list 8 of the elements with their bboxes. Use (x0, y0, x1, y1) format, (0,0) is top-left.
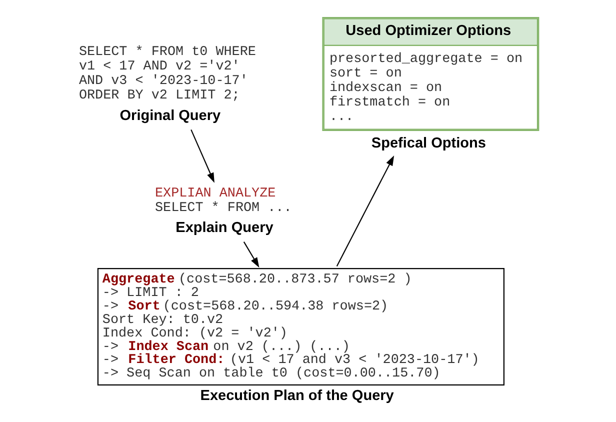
arrow (242, 242, 259, 268)
node-label: Execution Plan of the Query (200, 388, 394, 404)
node-text: EXPLIAN ANALYZE SELECT * FROM ... Explain Query (154, 186, 292, 236)
node-box: Aggregate (cost=568.20..873.57 rows=2 ) -> LIMIT : 2 -> Sort (cost=568.20..594.38 rows=2) Sort Key: t0.v2 Index Cond: (v2 = 'v2') -> Index Scan on v2 (...) (...) -> Filter Cond: (v1 < 17 and v3 < '2023-10-17') -> Seq Scan on table t0 (cost=0.00..15.70) (96, 268, 504, 386)
node-text: SELECT * FROM t0 WHERE v1 < 17 AND v2 ='v2' AND v3 < '2023-10-17' ORDER BY v2 LIMIT 2; Original Query (78, 45, 256, 124)
node-label: Spefical Options (370, 136, 486, 152)
arrow (190, 129, 214, 183)
arrow (336, 156, 394, 266)
